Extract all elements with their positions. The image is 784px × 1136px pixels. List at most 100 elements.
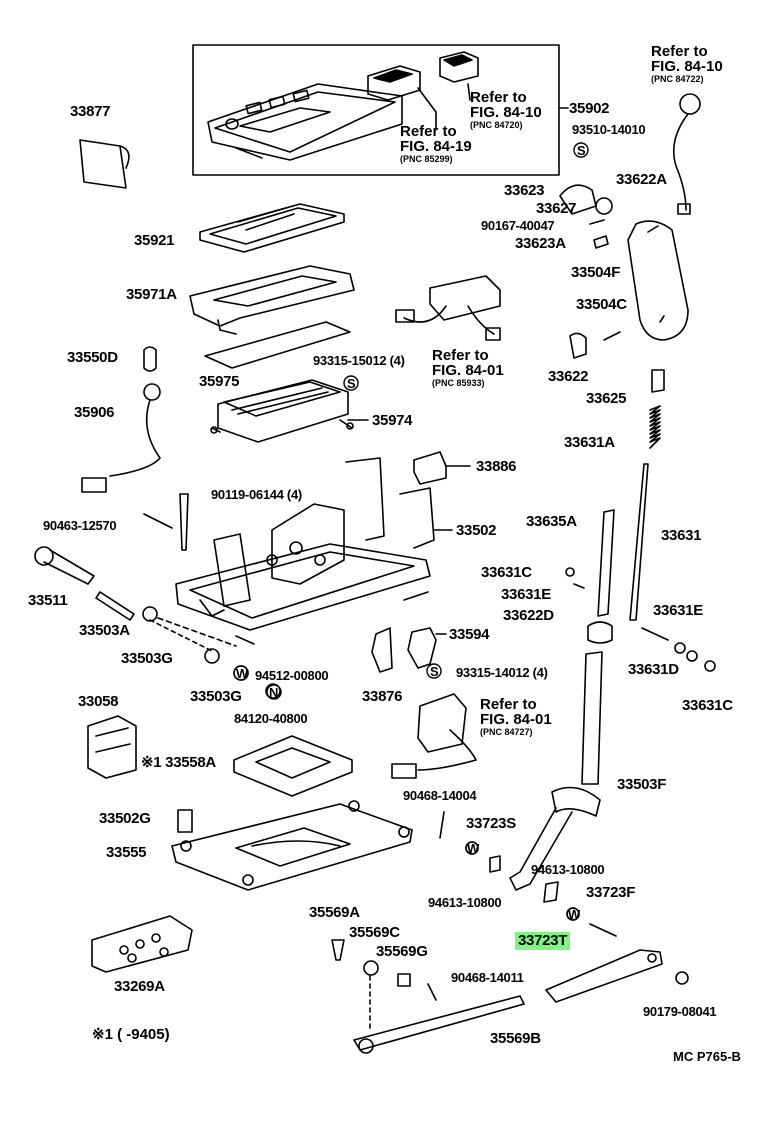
ref-refer-text: Refer to [400, 123, 457, 140]
part-33723F-drawing [589, 923, 617, 937]
part-label-33503G[interactable]: 33503G [121, 650, 173, 667]
ref-fig-84-10-box[interactable]: Refer to FIG. 84-10 (PNC 84720) [470, 90, 542, 130]
part-label-33631C[interactable]: 33631C [682, 697, 733, 714]
symbol-s: S [577, 143, 586, 158]
washer-84120-drawing [265, 683, 281, 699]
part-33058-drawing [87, 715, 137, 779]
part-label-33876[interactable]: 33876 [362, 688, 403, 705]
part-label-35975[interactable]: 35975 [199, 373, 240, 390]
ref-fig-84-10-top[interactable]: Refer to FIG. 84-10 (PNC 84722) [651, 44, 723, 84]
part-label-35971A[interactable]: 35971A [126, 286, 177, 303]
part-label-93315-14012[interactable]: 93315-14012 (4) [456, 665, 548, 680]
part-label-33511[interactable]: 33511 [28, 592, 68, 609]
part-label-35902[interactable]: 35902 [569, 100, 610, 117]
part-label-33503F[interactable]: 33503F [617, 776, 667, 793]
part-label-33886[interactable]: 33886 [476, 458, 517, 475]
symbol-w: W [467, 841, 479, 856]
part-label-90179-08041[interactable]: 90179-08041 [643, 1004, 717, 1019]
part-label-33631D[interactable]: 33631D [628, 661, 679, 678]
part-label-94613-10800[interactable]: 94613-10800 [428, 895, 502, 910]
ref-refer-text: Refer to [480, 696, 537, 713]
knob-drawing [559, 184, 689, 341]
ref-refer-text: Refer to [470, 89, 527, 106]
part-label-35569C[interactable]: 35569C [349, 924, 400, 941]
part-label-33631[interactable]: 33631 [661, 527, 702, 544]
part-label-35569A[interactable]: 35569A [309, 904, 360, 921]
switches-drawing [367, 51, 479, 129]
part-label-33558A[interactable]: ※1 33558A [141, 754, 216, 771]
nut-90179-drawing [675, 971, 689, 985]
part-label-33877[interactable]: 33877 [70, 103, 111, 120]
rod-33631-drawing [629, 463, 649, 621]
part-35569A-drawing [331, 939, 345, 961]
part-label-35974[interactable]: 35974 [372, 412, 413, 429]
part-label-33623[interactable]: 33623 [504, 182, 545, 199]
screw-90167-drawing [589, 219, 605, 225]
part-label-33058[interactable]: 33058 [78, 693, 119, 710]
part-35569C-drawing [363, 960, 379, 976]
part-label-33635A[interactable]: 33635A [526, 513, 577, 530]
part-label-90468-14011[interactable]: 90468-14011 [451, 970, 524, 985]
ref-pnc-text: (PNC 85933) [432, 378, 485, 388]
ref-fig-84-01-mid[interactable]: Refer to FIG. 84-01 (PNC 84727) [480, 697, 552, 737]
part-label-33623A[interactable]: 33623A [515, 235, 566, 252]
part-33877-drawing [79, 139, 130, 189]
part-label-90167-40047[interactable]: 90167-40047 [481, 218, 555, 233]
part-33503A-drawing [95, 591, 135, 621]
part-label-33627[interactable]: 33627 [536, 200, 577, 217]
part-label-33631E[interactable]: 33631E [653, 602, 703, 619]
part-label-94512-00800[interactable]: 94512-00800 [255, 668, 329, 683]
footnote: ※1 ( -9405) [92, 1026, 170, 1043]
part-33627-drawing [595, 197, 613, 215]
part-label-90468-14004[interactable]: 90468-14004 [403, 788, 477, 803]
part-label-33622A[interactable]: 33622A [616, 171, 667, 188]
part-label-33631C[interactable]: 33631C [481, 564, 532, 581]
symbol-s: S [347, 376, 356, 391]
part-label-33504C[interactable]: 33504C [576, 296, 627, 313]
part-label-84120-40800[interactable]: 84120-40800 [234, 711, 308, 726]
part-label-33503A[interactable]: 33503A [79, 622, 130, 639]
part-label-94613-10800[interactable]: 94613-10800 [531, 862, 605, 877]
part-label-33504F[interactable]: 33504F [571, 264, 621, 281]
part-33723S-drawing [489, 855, 501, 873]
clip-90468-14004-drawing [439, 811, 445, 839]
part-label-33723T-highlighted[interactable]: 33723T [515, 932, 571, 950]
cable-84-10-drawing [672, 93, 701, 215]
part-label-33625[interactable]: 33625 [586, 390, 627, 407]
part-label-35569G[interactable]: 35569G [376, 943, 428, 960]
part-label-33594[interactable]: 33594 [449, 626, 490, 643]
part-label-33503G[interactable]: 33503G [190, 688, 242, 705]
part-label-93510-14010[interactable]: 93510-14010 [572, 122, 646, 137]
part-label-93315-15012[interactable]: 93315-15012 (4) [313, 353, 405, 368]
part-label-33723S[interactable]: 33723S [466, 815, 516, 832]
part-label-35906[interactable]: 35906 [74, 404, 115, 421]
clip-90468-14011-drawing [427, 983, 437, 1001]
ref-refer-text: Refer to [432, 347, 489, 364]
pin-90463-drawing [143, 513, 173, 529]
part-label-33502G[interactable]: 33502G [99, 810, 151, 827]
part-label-33269A[interactable]: 33269A [114, 978, 165, 995]
part-35971A-drawing [189, 265, 355, 335]
part-label-35921[interactable]: 35921 [134, 232, 175, 249]
ref-fig-84-19[interactable]: Refer to FIG. 84-19 (PNC 85299) [400, 124, 472, 164]
part-label-90119-06144[interactable]: 90119-06144 (4) [211, 487, 302, 502]
part-label-90463-12570[interactable]: 90463-12570 [43, 518, 117, 533]
part-label-33622[interactable]: 33622 [548, 368, 589, 385]
part-label-33555[interactable]: 33555 [106, 844, 147, 861]
part-label-33550D[interactable]: 33550D [67, 349, 118, 366]
part-35921-drawing [199, 203, 345, 253]
part-label-33622D[interactable]: 33622D [503, 607, 554, 624]
part-label-33502[interactable]: 33502 [456, 522, 497, 539]
part-33886-drawing [413, 451, 447, 485]
symbol-w: W [568, 907, 580, 922]
part-label-33631E[interactable]: 33631E [501, 586, 551, 603]
part-label-33723F[interactable]: 33723F [586, 884, 636, 901]
symbol-w: W [236, 666, 248, 681]
ref-fig-84-01-top[interactable]: Refer to FIG. 84-01 (PNC 85933) [432, 348, 504, 388]
part-33511-drawing [34, 546, 95, 585]
ref-fig-text: FIG. 84-10 [651, 58, 723, 75]
part-label-33631A[interactable]: 33631A [564, 434, 615, 451]
part-label-35569B[interactable]: 35569B [490, 1030, 541, 1047]
